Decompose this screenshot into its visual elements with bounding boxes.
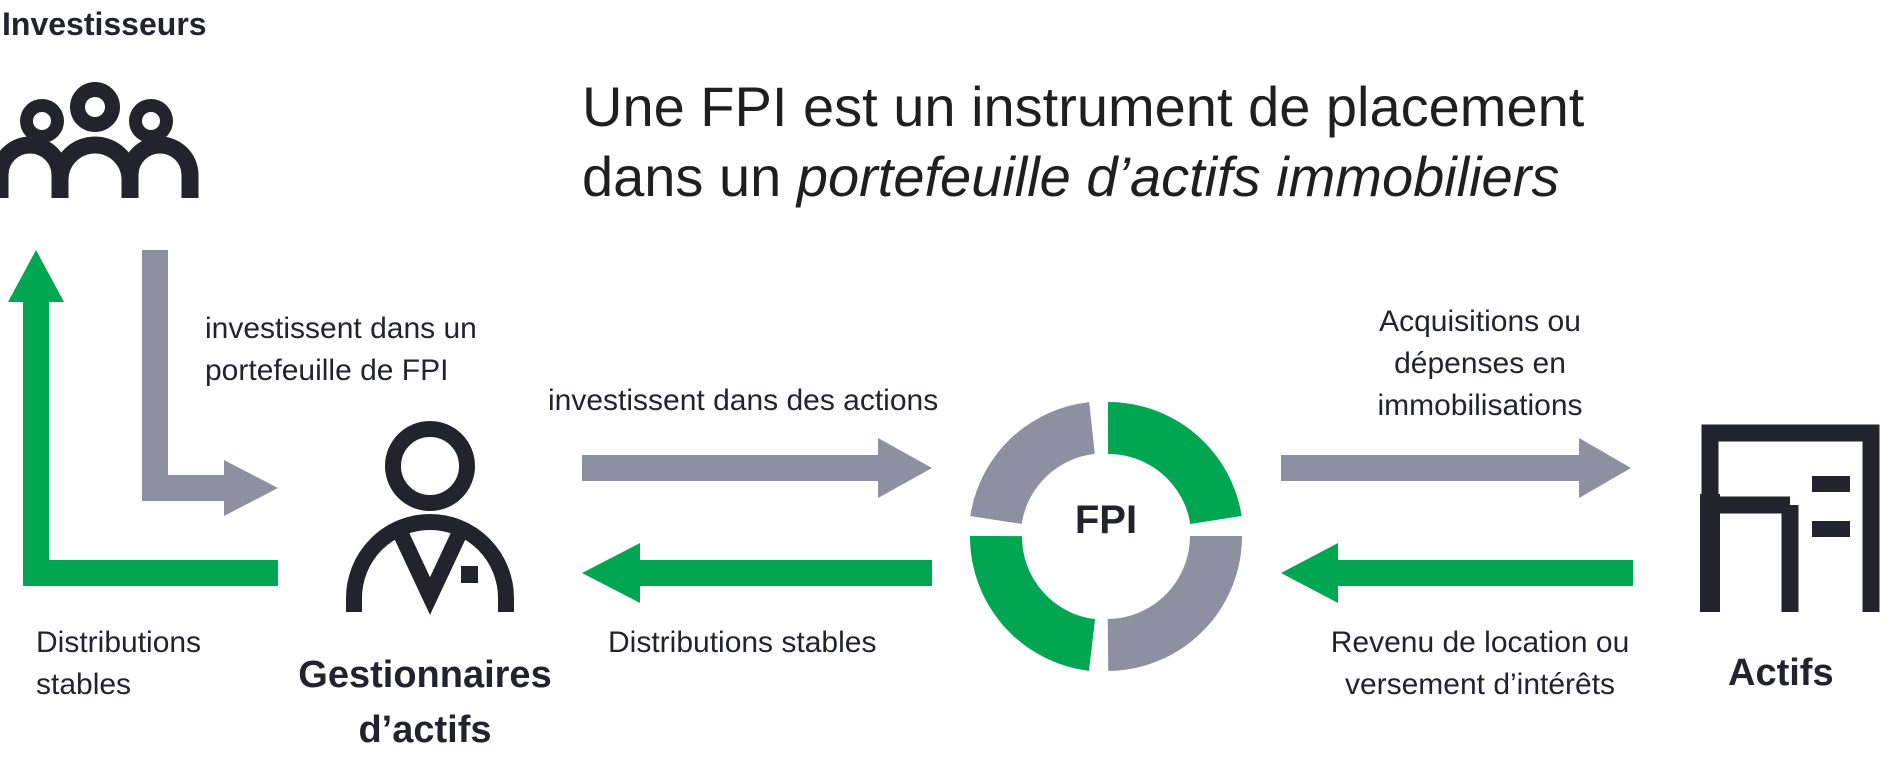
managers-label: Gestionnaires d’actifs (270, 648, 580, 758)
reit-label: FPI (1074, 498, 1138, 542)
stable-distributions-left-line1: Distributions (36, 626, 202, 659)
invest-portfolio-label-line2: portefeuille de FPI (205, 354, 449, 387)
acquisitions-line2: dépenses en (1394, 347, 1566, 380)
invest-shares-arrow (582, 438, 932, 498)
acquisitions-line3: immobilisations (1377, 389, 1583, 422)
distributions-to-investors-arrow (8, 250, 278, 586)
reit-ring-icon (969, 401, 1242, 671)
invest-shares-label: investissent dans des actions (548, 384, 939, 417)
stable-distributions-arrow (582, 543, 932, 603)
investors-label: Investisseurs (2, 6, 207, 42)
acquisitions-line1: Acquisitions ou (1379, 305, 1581, 338)
title-line2: dans un portefeuille d’actifs immobilier… (582, 142, 1782, 212)
invest-portfolio-label: investissent dans un portefeuille de FPI (205, 308, 477, 392)
asset-manager-icon (346, 421, 514, 615)
managers-label-line1: Gestionnaires (298, 654, 552, 696)
revenue-arrow (1281, 543, 1633, 603)
invest-portfolio-label-line1: investissent dans un (205, 312, 477, 345)
acquisitions-arrow (1281, 438, 1631, 498)
title-line1: Une FPI est un instrument de placement (582, 75, 1585, 138)
building-icon (1700, 424, 1880, 612)
revenue-line2: versement d’intérêts (1344, 668, 1616, 701)
revenue-line1: Revenu de location ou (1330, 626, 1630, 659)
revenue-label: Revenu de location ou versement d’intérê… (1290, 622, 1670, 706)
stable-distributions-mid-label: Distributions stables (608, 626, 877, 659)
title-line2-prefix: dans un (582, 145, 797, 208)
invest-portfolio-arrow (142, 250, 278, 516)
acquisitions-label: Acquisitions ou dépenses en immobilisati… (1320, 301, 1640, 427)
stable-distributions-left-label: Distributions stables (36, 622, 201, 706)
investors-icon (0, 82, 199, 198)
stable-distributions-left-line2: stables (36, 668, 132, 701)
managers-label-line2: d’actifs (358, 709, 492, 751)
diagram-title: Une FPI est un instrument de placement d… (582, 72, 1782, 212)
title-line2-italic: portefeuille d’actifs immobiliers (796, 145, 1560, 208)
manager-badge-icon (461, 566, 478, 583)
assets-label: Actifs (1728, 652, 1834, 694)
